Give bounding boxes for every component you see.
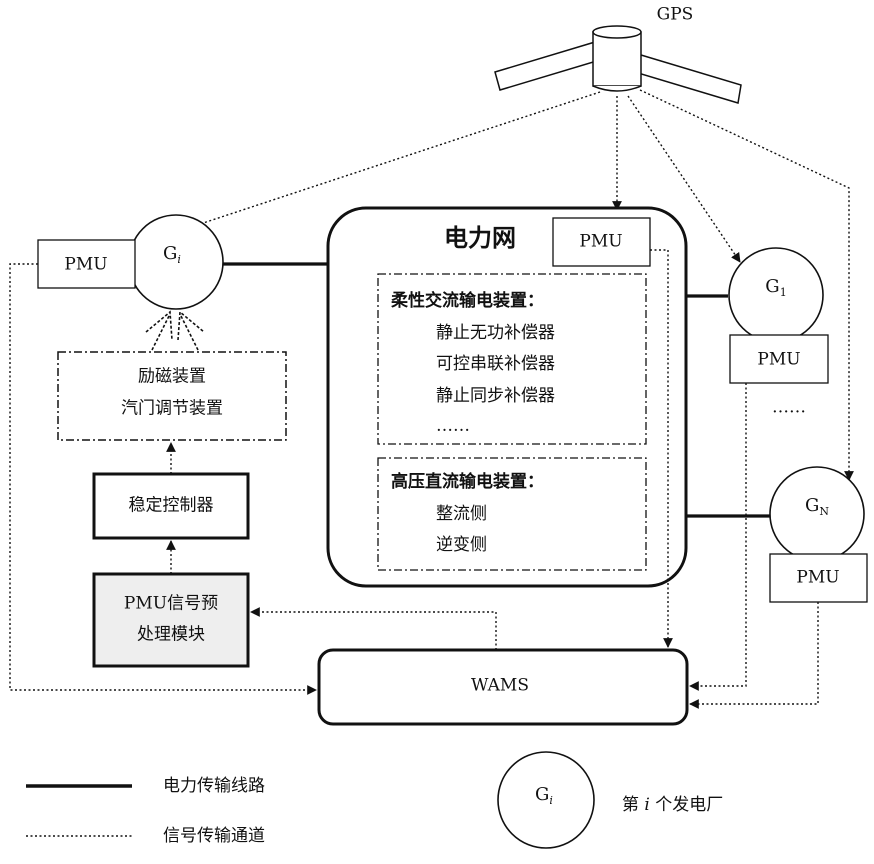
hvdc-item: 整流侧	[436, 506, 487, 523]
grid-title: 电力网	[444, 226, 516, 250]
g1-pmu-label: PMU	[757, 352, 800, 369]
gi-label: Gi	[163, 245, 181, 263]
facts-item: ……	[436, 418, 470, 435]
gps-satellite-icon	[495, 26, 741, 103]
facts-title: 柔性交流输电装置：	[391, 293, 544, 310]
control-arrows-to-gi	[146, 312, 204, 350]
g1-label: G1	[765, 278, 786, 296]
excitation-label: 励磁装置	[138, 369, 206, 386]
governor-label: 汽门调节装置	[121, 401, 223, 418]
grid-pmu-label: PMU	[579, 234, 622, 251]
wams-to-preprocess	[251, 612, 496, 650]
facts-item: 可控串联补偿器	[436, 356, 555, 373]
gn-pmu-label: PMU	[796, 570, 839, 587]
gps-label: GPS	[657, 7, 694, 24]
pmu-preprocess-box	[94, 574, 248, 666]
preprocess-label-line1: PMU信号预	[124, 596, 218, 613]
gi-pmu-label: PMU	[64, 257, 107, 274]
facts-item: 静止同步补偿器	[436, 388, 555, 405]
stability-controller-label: 稳定控制器	[129, 498, 214, 515]
legend-power-line-label: 电力传输线路	[163, 778, 265, 795]
hvdc-title: 高压直流输电装置：	[391, 474, 544, 491]
wams-label: WAMS	[471, 678, 529, 695]
legend-signal-line-label: 信号传输通道	[163, 828, 265, 845]
facts-item: 静止无功补偿器	[436, 325, 555, 342]
preprocess-label-line2: 处理模块	[137, 627, 205, 644]
g1-pmu-to-wams	[690, 383, 746, 686]
generator-ellipsis: ……	[772, 400, 806, 417]
gn-label: GN	[805, 497, 829, 515]
legend-plant-description: 第 i 个发电厂	[622, 797, 723, 814]
hvdc-item: 逆变侧	[436, 537, 487, 554]
legend-plant-label: Gi	[535, 786, 553, 804]
excitation-box	[58, 352, 286, 440]
gn-pmu-to-wams	[690, 602, 818, 704]
